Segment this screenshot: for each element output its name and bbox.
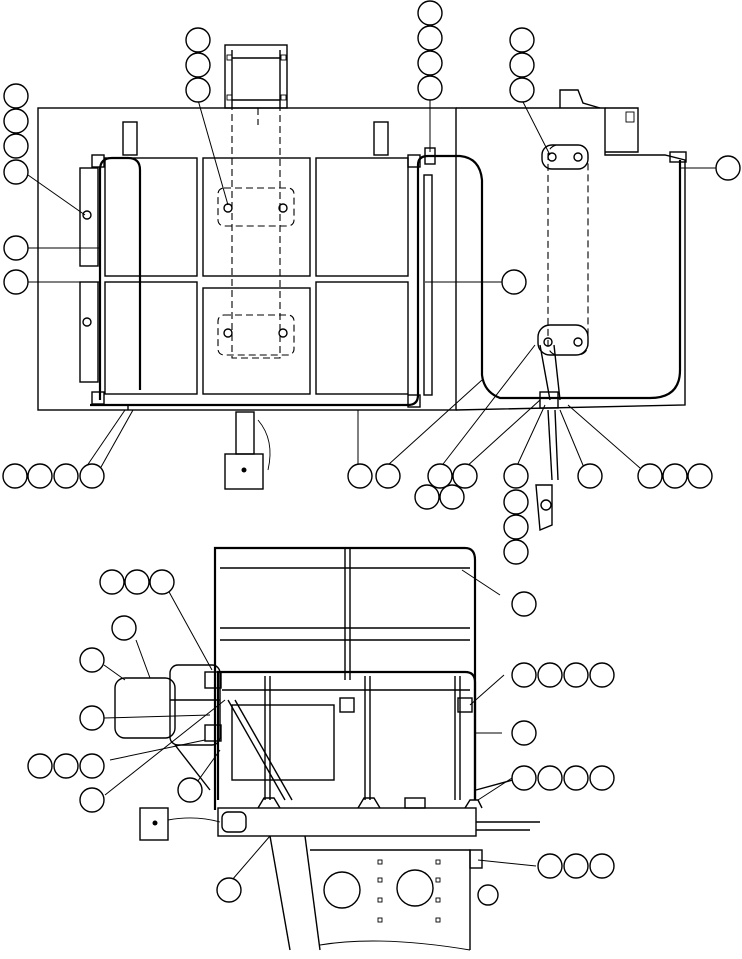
callout-balloon	[427, 463, 453, 489]
callout-balloon	[563, 662, 589, 688]
callout-balloon	[27, 463, 53, 489]
callout-balloon	[3, 159, 29, 185]
callout-balloon	[439, 484, 465, 510]
callout-balloon	[3, 83, 29, 109]
callout-balloon	[375, 463, 401, 489]
top-right-block	[605, 107, 639, 153]
callout-balloon	[417, 0, 443, 26]
callout-balloon	[511, 662, 537, 688]
ladder-hidden-outline	[231, 107, 281, 359]
callout-balloon	[417, 50, 443, 76]
callout-balloon	[509, 27, 535, 53]
callout-balloon	[3, 108, 29, 134]
callout-balloon	[417, 75, 443, 101]
callout-balloon	[715, 155, 741, 181]
callout-balloon	[2, 463, 28, 489]
callout-balloon	[79, 647, 105, 673]
callout-balloon	[589, 662, 615, 688]
callout-balloon	[537, 662, 563, 688]
callout-balloon	[185, 52, 211, 78]
top-view-base-plate-right	[455, 107, 686, 411]
callout-balloon	[503, 489, 529, 515]
leader-lines	[27, 92, 716, 881]
callout-balloon	[511, 720, 537, 746]
grating-panel-4	[202, 287, 311, 395]
callout-balloons	[2, 0, 741, 903]
callout-balloon	[537, 853, 563, 879]
callout-balloon	[589, 765, 615, 791]
callout-balloon	[414, 484, 440, 510]
deck-beam	[217, 807, 477, 837]
callout-balloon	[79, 463, 105, 489]
callout-balloon	[589, 853, 615, 879]
callout-balloon	[79, 705, 105, 731]
callout-balloon	[111, 615, 137, 641]
callout-balloon	[185, 27, 211, 53]
callout-balloon	[79, 753, 105, 779]
grating-panel-3	[202, 157, 311, 277]
lamp-housing	[114, 677, 176, 739]
callout-balloon	[537, 765, 563, 791]
callout-balloon	[53, 463, 79, 489]
callout-balloon	[417, 25, 443, 51]
right-hidden-bracket	[547, 144, 589, 356]
rear-handrail	[213, 546, 477, 810]
callout-balloon	[563, 853, 589, 879]
callout-balloon	[99, 569, 125, 595]
callout-balloon	[687, 463, 713, 489]
callout-balloon	[3, 133, 29, 159]
callout-balloon	[79, 787, 105, 813]
top-view	[37, 44, 687, 532]
callout-balloon	[53, 753, 79, 779]
callout-balloon	[124, 569, 150, 595]
grating-panel-5	[315, 157, 409, 277]
top-right-bracket	[559, 89, 601, 109]
callout-balloon	[452, 463, 478, 489]
callout-balloon	[662, 463, 688, 489]
grating-panel-2	[104, 281, 198, 395]
callout-balloon	[509, 77, 535, 103]
callout-balloon	[501, 269, 527, 295]
front-handrail	[216, 670, 477, 800]
grating-panel-1	[104, 157, 198, 277]
callout-balloon	[347, 463, 373, 489]
callout-balloon	[185, 77, 211, 103]
callout-balloon	[27, 753, 53, 779]
callout-balloon	[177, 777, 203, 803]
callout-balloon	[216, 877, 242, 903]
callout-balloon	[3, 269, 29, 295]
ladder-top-frame	[224, 44, 288, 109]
callout-balloon	[511, 765, 537, 791]
callout-balloon	[511, 591, 537, 617]
callout-balloon	[563, 765, 589, 791]
callout-balloon	[149, 569, 175, 595]
side-view	[114, 546, 540, 951]
lower-break-line	[319, 940, 471, 951]
callout-balloon	[3, 235, 29, 261]
callout-balloon	[509, 52, 535, 78]
callout-balloon	[503, 514, 529, 540]
callout-balloon	[637, 463, 663, 489]
callout-balloon	[503, 463, 529, 489]
callout-balloon	[503, 539, 529, 565]
callout-balloon	[577, 463, 603, 489]
grating-panel-6	[315, 281, 409, 395]
